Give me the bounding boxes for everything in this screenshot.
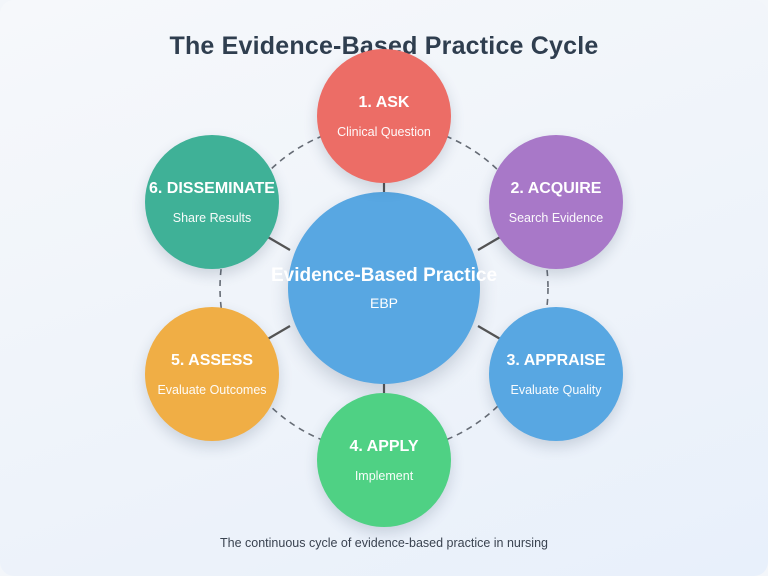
center-sublabel: EBP: [369, 295, 398, 311]
step-label: 4. APPLY: [349, 438, 419, 455]
step-appraise: 3. APPRAISE Evaluate Quality: [489, 307, 623, 441]
step-disseminate: 6. DISSEMINATE Share Results: [145, 135, 279, 269]
step-sublabel: Share Results: [172, 211, 252, 225]
step-ask: 1. ASK Clinical Question: [317, 49, 451, 183]
connector-assess: [265, 325, 291, 341]
connector-lines: [265, 183, 503, 393]
step-label: 2. ACQUIRE: [510, 180, 602, 197]
step-sublabel: Clinical Question: [337, 125, 431, 139]
step-sublabel: Evaluate Quality: [510, 383, 602, 397]
step-label: 1. ASK: [358, 94, 410, 111]
step-sublabel: Search Evidence: [508, 211, 604, 225]
connector-acquire: [477, 235, 503, 251]
step-assess: 5. ASSESS Evaluate Outcomes: [145, 307, 279, 441]
step-label: 5. ASSESS: [170, 352, 254, 369]
center-node: Evidence-Based Practice EBP: [271, 192, 497, 384]
connector-disseminate: [265, 235, 291, 251]
step-apply: 4. APPLY Implement: [317, 393, 451, 527]
step-sublabel: Implement: [354, 469, 414, 483]
connector-appraise: [477, 325, 503, 341]
step-label: 6. DISSEMINATE: [149, 180, 275, 197]
step-sublabel: Evaluate Outcomes: [157, 383, 267, 397]
center-label: Evidence-Based Practice: [271, 265, 498, 286]
step-acquire: 2. ACQUIRE Search Evidence: [489, 135, 623, 269]
diagram-caption: The continuous cycle of evidence-based p…: [220, 536, 548, 550]
step-label: 3. APPRAISE: [506, 352, 606, 369]
